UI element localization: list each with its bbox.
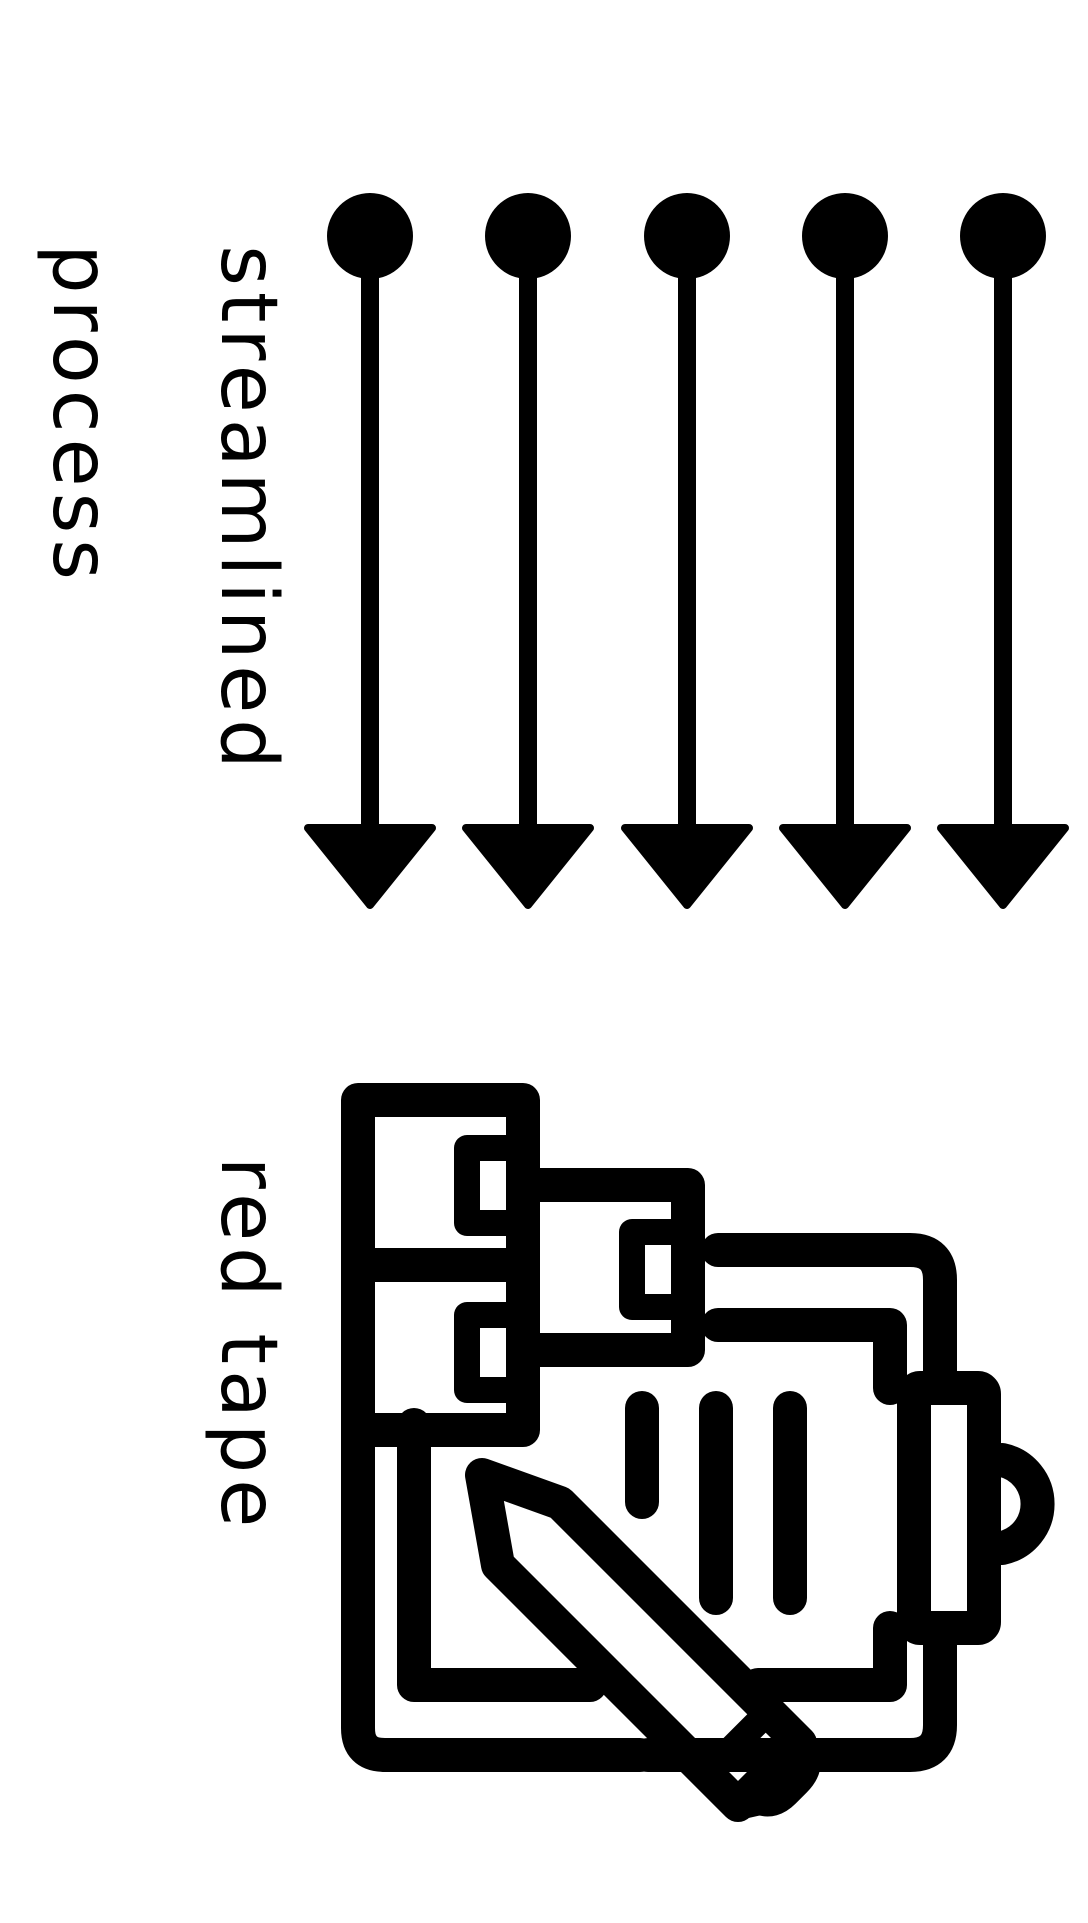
streamlined-arrows-icon <box>304 193 1069 909</box>
arrow-shaft <box>361 265 379 835</box>
pencil-tip <box>723 1728 821 1820</box>
box-stack-small <box>506 1168 705 1367</box>
arrow-shaft <box>836 265 854 835</box>
red-tape-paperwork-icon <box>341 1083 1055 1822</box>
streamlined-label: streamlined <box>203 245 293 775</box>
arrow-4-icon <box>779 193 911 909</box>
arrow-1-icon <box>304 193 436 909</box>
arrow-shaft <box>678 265 696 835</box>
clipboard-board-shape <box>341 1233 957 1772</box>
arrow-5-icon <box>937 193 1069 909</box>
arrow-tip <box>621 824 753 909</box>
inner-paper-shape <box>397 1308 907 1702</box>
arrow-shaft <box>519 265 537 835</box>
pencil-ferrule <box>705 1705 775 1775</box>
arrow-2-icon <box>462 193 594 909</box>
box-tab-upper <box>454 1135 536 1236</box>
pencil-body <box>465 1458 817 1822</box>
arrow-pin-head <box>485 193 571 279</box>
box-tab-lower <box>454 1302 536 1403</box>
arrow-pin-head <box>960 193 1046 279</box>
process-label: process <box>35 244 125 586</box>
arrow-pin-head <box>644 193 730 279</box>
arrow-pin-head <box>802 193 888 279</box>
arrow-pin-head <box>327 193 413 279</box>
arrow-shaft <box>994 265 1012 835</box>
clipboard-clip-knob <box>985 1443 1055 1565</box>
box-tab-right <box>619 1219 701 1320</box>
arrow-tip <box>937 824 1069 909</box>
arrow-tip <box>304 824 436 909</box>
pencil-icon <box>465 1458 821 1822</box>
clipboard-clip-shape <box>897 1371 1001 1645</box>
red-tape-label: red tape <box>203 1156 293 1534</box>
arrow-tip <box>779 824 911 909</box>
arrow-tip <box>462 824 594 909</box>
arrow-3-icon <box>621 193 753 909</box>
